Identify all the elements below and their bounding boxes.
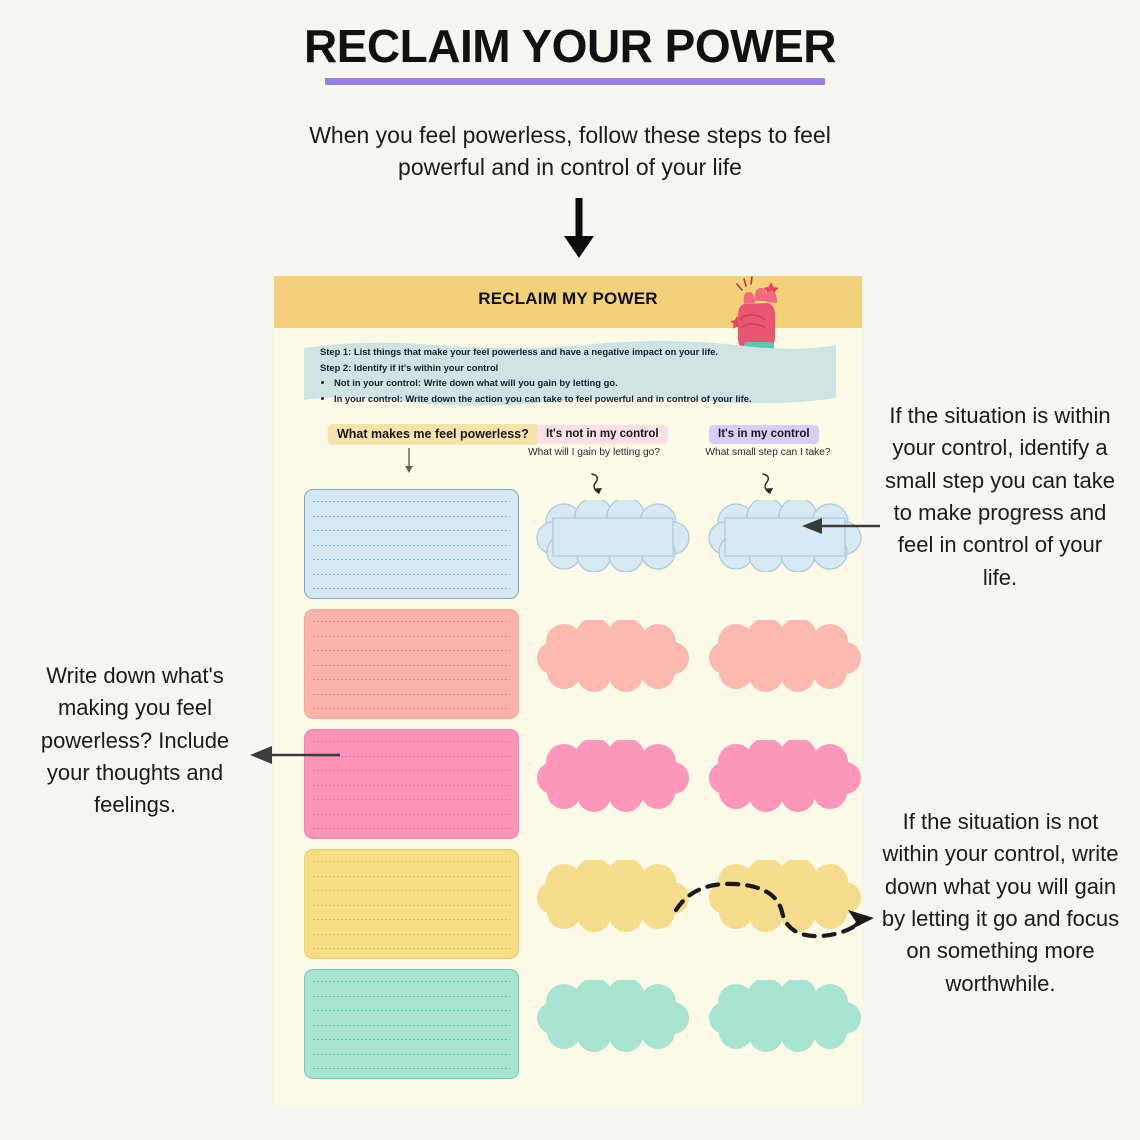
- column-header-powerless: What makes me feel powerless?: [328, 424, 538, 445]
- squiggly-arrow-down-icon: [588, 472, 610, 503]
- instruction-bullets: Not in your control: Write down what wil…: [320, 375, 830, 406]
- writing-box[interactable]: [304, 729, 519, 839]
- page-title: RECLAIM YOUR POWER: [304, 20, 836, 72]
- page-subtitle: When you feel powerless, follow these st…: [309, 122, 831, 180]
- writing-box[interactable]: [304, 609, 519, 719]
- arrow-down-icon: [402, 448, 416, 479]
- instruction-bullet: Not in your control: Write down what wil…: [334, 375, 830, 391]
- cloud-answer-box[interactable]: [708, 497, 863, 577]
- cloud-answer-box[interactable]: [536, 738, 691, 817]
- cloud-answer-box[interactable]: [708, 618, 863, 697]
- annotation-not-in-control: If the situation is not within your cont…: [881, 809, 1120, 996]
- title-underline: [325, 78, 825, 85]
- cloud-answer-box[interactable]: [708, 738, 863, 817]
- writing-box[interactable]: [304, 489, 519, 599]
- writing-lines: [313, 861, 510, 950]
- cloud-answer-box[interactable]: [536, 618, 691, 697]
- instruction-bullet: In your control: Write down the action y…: [334, 391, 830, 407]
- writing-box[interactable]: [304, 849, 519, 959]
- instruction-step2: Step 2: Identify if it's within your con…: [320, 361, 499, 373]
- column-sub-in-control: What small step can I take?: [705, 447, 831, 458]
- writing-box[interactable]: [304, 969, 519, 1079]
- cloud-answer-box[interactable]: [536, 497, 691, 577]
- column-sub-not-in-control: What will I gain by letting go?: [528, 447, 660, 458]
- cloud-answer-box[interactable]: [708, 978, 863, 1057]
- arrow-left-icon: [250, 745, 340, 770]
- dashed-curved-arrow-icon: [672, 860, 882, 955]
- writing-lines: [313, 621, 510, 710]
- cloud-answer-box[interactable]: [536, 978, 691, 1057]
- column-header-in-control: It's in my control: [709, 425, 819, 444]
- worksheet-title: RECLAIM MY POWER: [478, 289, 658, 308]
- squiggly-arrow-down-icon: [759, 472, 781, 503]
- worksheet-card: RECLAIM MY POWER: [274, 276, 862, 1106]
- instruction-step1: Step 1: List things that make your feel …: [320, 346, 719, 357]
- annotation-powerless: Write down what's making you feel powerl…: [40, 663, 230, 818]
- writing-lines: [313, 741, 510, 830]
- instruction-blob-shape: [304, 339, 836, 407]
- column-header-not-in-control: It's not in my control: [537, 425, 668, 444]
- annotation-in-control: If the situation is within your control,…: [885, 403, 1115, 590]
- cloud-answer-box[interactable]: [708, 858, 863, 937]
- arrow-down-icon: [561, 198, 597, 265]
- writing-lines: [313, 501, 510, 590]
- instruction-text: Step 1: List things that make your feel …: [320, 344, 830, 406]
- arrow-left-icon: [802, 516, 880, 541]
- cloud-answer-box[interactable]: [536, 858, 691, 937]
- writing-lines: [313, 981, 510, 1070]
